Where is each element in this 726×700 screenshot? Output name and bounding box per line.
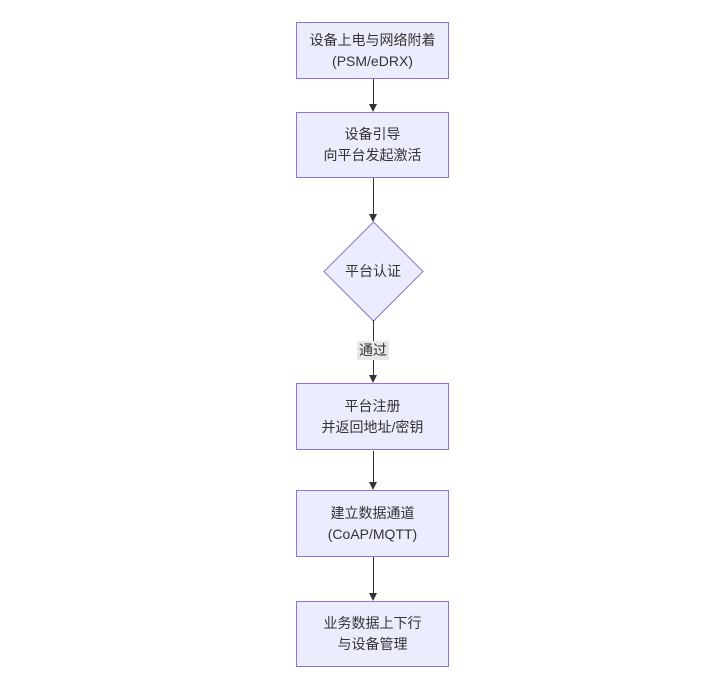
flow-node-device-bootstrap: 设备引导 向平台发起激活 (296, 112, 449, 178)
decision-node-label: 平台认证 (345, 263, 401, 279)
flow-node-business-data-device-mgmt: 业务数据上下行 与设备管理 (296, 601, 449, 667)
arrow-head-icon (369, 375, 377, 383)
flow-node-data-channel: 建立数据通道 (CoAP/MQTT) (296, 490, 449, 557)
arrow-shaft (373, 79, 374, 105)
arrow-shaft (373, 557, 374, 594)
arrow-head-icon (369, 214, 377, 222)
edge-label-pass: 通过 (357, 341, 389, 360)
arrow-head-icon (369, 593, 377, 601)
flow-node-platform-register: 平台注册 并返回地址/密钥 (296, 383, 449, 450)
arrow-head-icon (369, 482, 377, 490)
flow-arrow-4 (369, 451, 378, 490)
decision-node-platform-auth: 平台认证 (322, 220, 424, 322)
arrow-head-icon (369, 104, 377, 112)
flow-arrow-5 (369, 557, 378, 601)
arrow-shaft (373, 451, 374, 483)
flow-arrow-2 (369, 178, 378, 222)
arrow-shaft (373, 178, 374, 215)
flow-arrow-1 (369, 79, 378, 112)
flow-node-power-network-attach: 设备上电与网络附着 (PSM/eDRX) (296, 22, 449, 79)
